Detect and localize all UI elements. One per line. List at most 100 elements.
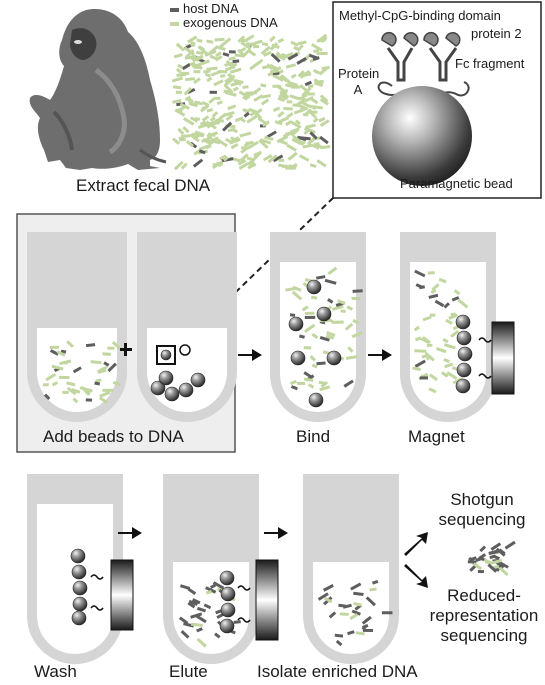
exogenous-dna-fragment xyxy=(271,66,282,74)
bead xyxy=(220,602,236,618)
exogenous-dna-fragment xyxy=(187,55,199,62)
exogenous-dna-fragment xyxy=(304,323,316,333)
exogenous-dna-fragment xyxy=(296,44,304,52)
exogenous-dna-fragment xyxy=(300,100,311,108)
rrs-label-line2: representation xyxy=(429,606,539,625)
exogenous-dna-fragment xyxy=(290,120,302,129)
exogenous-dna-fragment xyxy=(304,311,315,316)
exogenous-dna-fragment xyxy=(200,104,210,113)
bead xyxy=(178,382,194,398)
process-arrows xyxy=(118,343,428,588)
exogenous-dna-fragment xyxy=(285,120,293,127)
exogenous-dna-fragment xyxy=(207,139,216,146)
exogenous-dna-fragment xyxy=(267,155,277,164)
bead xyxy=(290,350,306,366)
exogenous-dna-fragment xyxy=(210,69,223,77)
host-dna-fragment xyxy=(315,275,326,280)
exogenous-dna-fragment xyxy=(179,102,191,110)
exogenous-dna-fragment xyxy=(171,76,184,83)
host-dna-fragment xyxy=(233,620,241,624)
exogenous-dna-fragment xyxy=(227,72,234,80)
exogenous-dna-fragment xyxy=(301,93,308,98)
host-dna-fragment xyxy=(195,614,207,624)
exogenous-dna-fragment xyxy=(262,154,273,162)
exogenous-dna-fragment xyxy=(285,130,296,136)
exogenous-dna-fragment xyxy=(90,360,102,365)
bead xyxy=(456,330,472,346)
exogenous-dna-fragment xyxy=(260,45,271,55)
host-dna-fragment xyxy=(192,598,201,605)
isolate-enriched-dna-label: Isolate enriched DNA xyxy=(257,662,418,681)
magnetic-force-icon xyxy=(237,585,251,591)
exogenous-dna-fragment xyxy=(289,379,298,386)
exogenous-dna-fragment xyxy=(185,77,196,82)
exogenous-dna-fragment xyxy=(189,40,196,46)
exogenous-dna-fragment xyxy=(278,116,290,124)
exogenous-dna-fragment xyxy=(206,66,218,71)
plus-icon-vertical xyxy=(124,343,127,356)
exogenous-dna-fragment xyxy=(260,98,270,106)
exogenous-dna-fragment xyxy=(185,140,194,148)
host-dna-fragment xyxy=(317,592,329,601)
exogenous-dna-fragment xyxy=(291,137,302,146)
exogenous-dna-fragment xyxy=(327,266,338,275)
host-dna-fragment xyxy=(243,111,250,118)
host-dna-fragment xyxy=(179,584,191,591)
host-dna-fragment xyxy=(350,582,362,591)
host-dna-fragment xyxy=(221,157,234,163)
mbd-label-line2: protein 2 xyxy=(471,26,522,41)
exogenous-dna-fragment xyxy=(302,112,309,117)
exogenous-dna-fragment xyxy=(253,94,264,102)
host-dna-fragment xyxy=(361,615,372,625)
protein-a-label-line1: Protein xyxy=(338,66,380,81)
exogenous-dna-fragment xyxy=(230,81,239,87)
host-dna-fragment xyxy=(181,63,191,71)
host-dna-fragment xyxy=(434,299,445,308)
exogenous-dna-fragment xyxy=(97,368,107,374)
exogenous-dna-fragment xyxy=(172,85,182,90)
exogenous-dna-fragment xyxy=(241,47,252,58)
host-dna-fragment xyxy=(328,611,337,619)
host-dna-fragment xyxy=(196,606,207,613)
host-dna-fragment xyxy=(319,135,329,145)
host-dna-fragment xyxy=(487,563,498,573)
exogenous-dna-fragment xyxy=(275,51,286,62)
exogenous-dna-fragment xyxy=(301,305,309,312)
exogenous-dna-fragment xyxy=(247,140,259,150)
exogenous-dna-fragment xyxy=(435,347,447,354)
host-dna-fragment xyxy=(443,302,450,309)
magnet-label: Magnet xyxy=(408,427,465,446)
exogenous-dna-fragment xyxy=(208,97,215,104)
exogenous-dna-fragment xyxy=(230,142,239,150)
exogenous-dna-fragment xyxy=(258,139,269,149)
exogenous-dna-fragment xyxy=(291,290,303,301)
exogenous-dna-fragment xyxy=(318,380,328,386)
baboon-icon xyxy=(29,8,167,171)
host-dna-fragment xyxy=(43,393,51,400)
exogenous-dna-fragment xyxy=(310,295,318,300)
exogenous-dna-fragment xyxy=(300,140,306,147)
exogenous-dna-fragment xyxy=(313,69,320,75)
exogenous-dna-fragment xyxy=(196,50,204,55)
exogenous-dna-fragment xyxy=(440,371,449,378)
exogenous-dna-fragment xyxy=(319,385,331,392)
exogenous-dna-fragment xyxy=(45,373,57,382)
exogenous-dna-fragment xyxy=(238,90,251,99)
extract-fecal-dna-label: Extract fecal DNA xyxy=(76,176,211,195)
host-dna-fragment xyxy=(497,560,509,569)
exogenous-dna-fragment xyxy=(339,612,349,616)
exogenous-dna-fragment xyxy=(209,116,216,122)
exogenous-dna-fragment xyxy=(234,78,244,85)
magnifier-box xyxy=(156,345,176,365)
exogenous-dna-fragment xyxy=(199,120,207,126)
tube-liquid xyxy=(410,262,486,412)
exogenous-dna-fragment xyxy=(201,135,213,144)
host-dna-fragment xyxy=(72,366,82,374)
exogenous-dna-fragment xyxy=(180,162,188,170)
exogenous-dna-fragment xyxy=(112,381,121,387)
exogenous-dna-fragment xyxy=(176,105,186,114)
bead xyxy=(456,362,472,378)
exogenous-dna-fragment xyxy=(414,336,422,342)
host-dna-fragment xyxy=(180,630,190,639)
host-dna-fragment xyxy=(222,52,230,57)
